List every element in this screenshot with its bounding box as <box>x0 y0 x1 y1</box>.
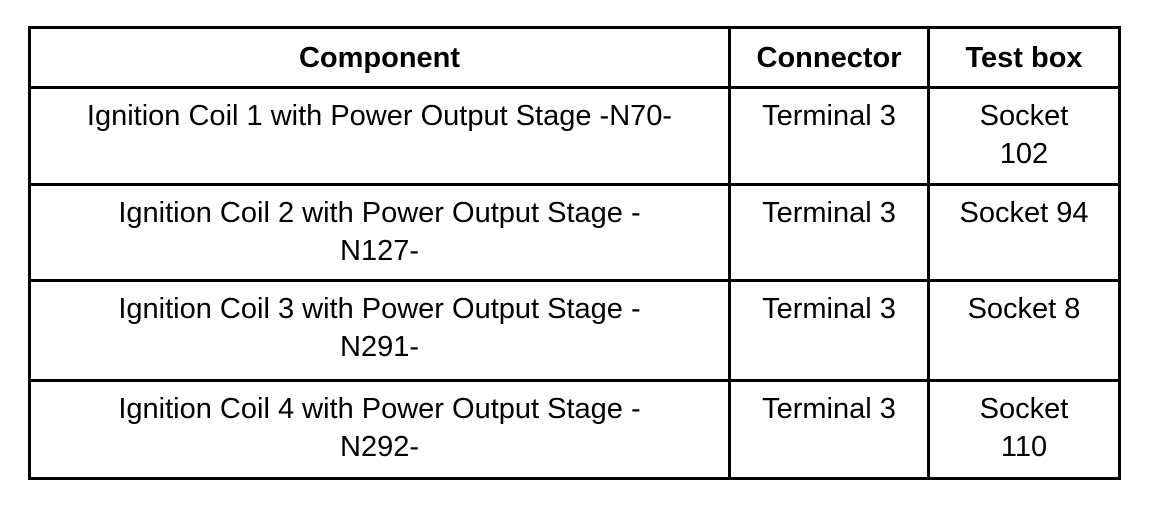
test-box-cell: Socket 110 <box>927 379 1121 480</box>
column-header-component: Component <box>28 26 731 89</box>
component-cell: Ignition Coil 1 with Power Output Stage … <box>28 86 731 186</box>
connector-cell: Terminal 3 <box>728 183 930 282</box>
test-box-cell: Socket 94 <box>927 183 1121 282</box>
header-row: Component Connector Test box <box>28 26 1121 89</box>
connector-cell: Terminal 3 <box>728 279 930 382</box>
test-box-cell: Socket 8 <box>927 279 1121 382</box>
test-box-cell: Socket 102 <box>927 86 1121 186</box>
table-row: Ignition Coil 1 with Power Output Stage … <box>28 86 1121 186</box>
component-cell: Ignition Coil 4 with Power Output Stage … <box>28 379 731 480</box>
ignition-coil-test-table: Component Connector Test box Ignition Co… <box>28 26 1121 480</box>
table-row: Ignition Coil 4 with Power Output Stage … <box>28 379 1121 480</box>
column-header-connector: Connector <box>728 26 930 89</box>
component-cell: Ignition Coil 3 with Power Output Stage … <box>28 279 731 382</box>
connector-cell: Terminal 3 <box>728 86 930 186</box>
connector-cell: Terminal 3 <box>728 379 930 480</box>
component-cell: Ignition Coil 2 with Power Output Stage … <box>28 183 731 282</box>
column-header-test-box: Test box <box>927 26 1121 89</box>
table-row: Ignition Coil 3 with Power Output Stage … <box>28 279 1121 382</box>
table-row: Ignition Coil 2 with Power Output Stage … <box>28 183 1121 282</box>
